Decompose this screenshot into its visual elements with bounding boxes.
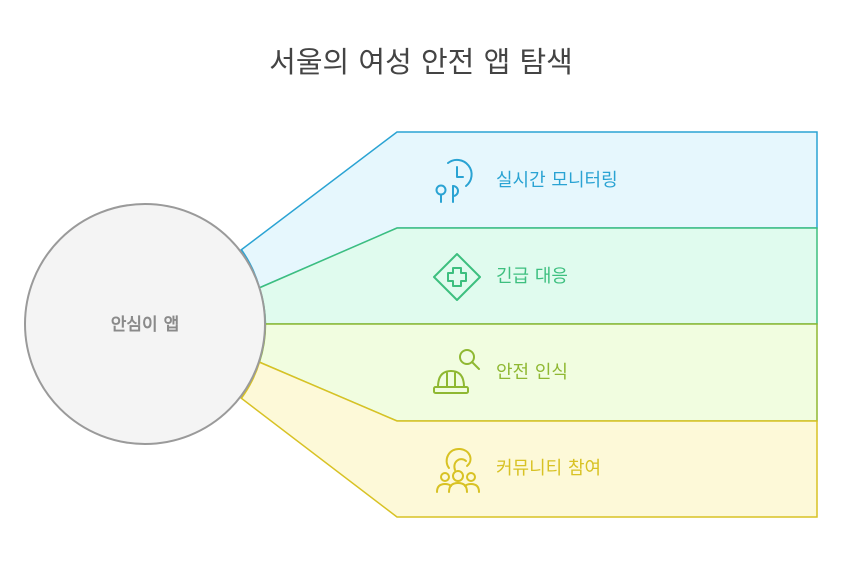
hub-node: 안심이 앱 — [24, 203, 266, 445]
medical-cross-icon — [433, 253, 481, 301]
branch-item-3: 안전 인식 — [257, 323, 818, 422]
clock-location-icon — [435, 158, 473, 203]
hub-label: 안심이 앱 — [111, 314, 179, 335]
branch-item-1: 실시간 모니터링 — [239, 131, 818, 290]
branch-label-2: 긴급 대응 — [496, 266, 568, 287]
branch-label-1: 실시간 모니터링 — [496, 170, 618, 191]
branch-label-3: 안전 인식 — [496, 362, 568, 383]
branch-label-4: 커뮤니티 참여 — [496, 458, 601, 479]
community-people-icon — [436, 447, 480, 493]
diagram-title: 서울의 여성 안전 앱 탐색 — [269, 45, 573, 79]
hub-circle — [24, 203, 266, 445]
hard-hat-search-icon — [433, 349, 480, 394]
